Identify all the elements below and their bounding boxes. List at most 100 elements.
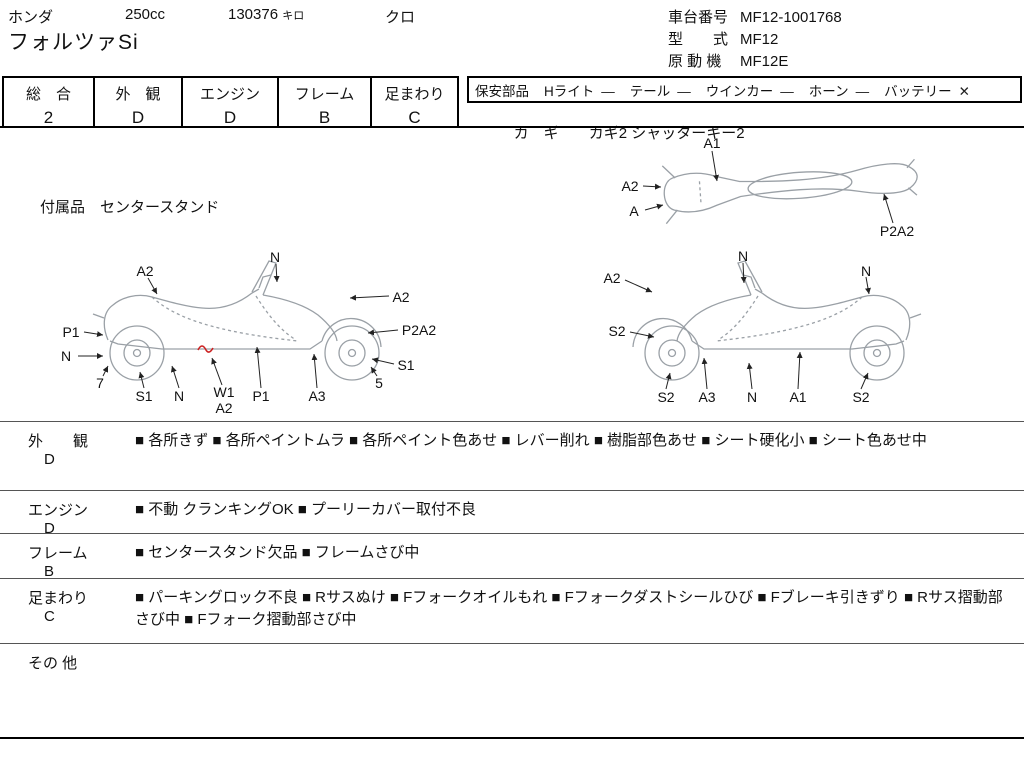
condition-grade: D	[44, 451, 55, 468]
safety-item-label: バッテリー	[884, 83, 952, 99]
diagram-label: N	[173, 388, 185, 404]
divider-top	[0, 126, 1024, 128]
safety-item-label: ホーン	[808, 83, 849, 99]
safety-item-value: ✕	[958, 83, 970, 99]
grade-box-engine: エンジン D	[181, 76, 279, 128]
grade-value-undercarriage: C	[408, 108, 421, 127]
diagram-label: S1	[397, 357, 415, 373]
safety-item-horn: ホーン —	[809, 80, 869, 100]
condition-row-exterior: 外 観 D ■ 各所きず ■ 各所ペイントムラ ■ 各所ペイント色あせ ■ レバ…	[0, 421, 1024, 490]
diagram-label: A2	[392, 289, 410, 305]
diagram-label: N	[746, 389, 758, 405]
grade-value-engine: D	[223, 108, 237, 127]
safety-title: 保安部品	[475, 83, 529, 99]
safety-item-battery: バッテリー ✕	[884, 80, 970, 100]
condition-label: 足まわり	[28, 590, 89, 607]
divider-bottom	[0, 737, 1024, 739]
diagram-label: A3	[308, 388, 326, 404]
model-code-value: MF12	[740, 31, 779, 48]
condition-label: エンジン	[28, 502, 89, 519]
diagram-label: N	[269, 249, 281, 265]
keys-label: カ ギ	[513, 125, 559, 142]
diagram-label: A2	[621, 178, 639, 194]
diagram-label: W1	[213, 384, 235, 400]
diagram-label: N	[60, 348, 72, 364]
diagram-label: N	[860, 263, 872, 279]
safety-item-headlight: Hライト —	[544, 80, 615, 100]
condition-items: ■ パーキングロック不良 ■ Rサスぬけ ■ Fフォークオイルもれ ■ Fフォー…	[135, 589, 1003, 628]
safety-item-value: —	[855, 83, 870, 99]
condition-grade: B	[44, 563, 55, 580]
grade-box-frame: フレーム B	[277, 76, 372, 128]
safety-item-winker: ウインカー—	[706, 80, 794, 100]
diagram-label: 5	[375, 375, 383, 391]
chassis-value: MF12-1001768	[740, 9, 842, 26]
chassis-number-row: 車台番号 MF12-1001768	[668, 6, 842, 27]
keys-value: カギ2 シャッターキー2	[588, 125, 745, 142]
diagram-label: P1	[252, 388, 270, 404]
diagram-label: S2	[852, 389, 870, 405]
safety-parts-box: 保安部品 Hライト — テール — ウインカー— ホーン — バッテリー ✕	[467, 76, 1022, 103]
model-code-label: 型 式	[668, 31, 729, 48]
condition-items: ■ 各所きず ■ 各所ペイントムラ ■ 各所ペイント色あせ ■ レバー削れ ■ …	[135, 432, 927, 449]
diagram-label: S2	[657, 389, 675, 405]
grade-label-undercarriage: 足まわり	[384, 86, 445, 103]
diagram-label: A	[629, 203, 639, 219]
maker-name: ホンダ	[8, 9, 54, 26]
diagram-label: S2	[608, 323, 626, 339]
grade-label-engine: エンジン	[199, 86, 260, 103]
diagram-label: A2	[136, 263, 154, 279]
condition-label: 外 観	[28, 433, 89, 450]
diagram-label: A2	[215, 400, 233, 416]
condition-items: ■ 不動 クランキングOK ■ プーリーカバー取付不良	[135, 501, 477, 518]
leader-lines	[78, 150, 894, 390]
grade-value-frame: B	[318, 108, 331, 127]
diagram-label: P2A2	[879, 223, 915, 239]
condition-row-frame: フレーム B ■ センタースタンド欠品 ■ フレームさび中	[0, 533, 1024, 580]
grade-value-exterior: D	[131, 108, 145, 127]
condition-row-other: その 他	[0, 643, 1024, 737]
displacement: 250cc	[125, 6, 166, 23]
model-name: フォルツァSi	[8, 31, 139, 54]
diagram-label: 7	[96, 375, 104, 391]
accessories-label: 付属品	[40, 199, 86, 216]
condition-row-undercarriage: 足まわり C ■ パーキングロック不良 ■ Rサスぬけ ■ Fフォークオイルもれ…	[0, 578, 1024, 643]
grade-value-overall: 2	[43, 108, 54, 127]
grade-label-exterior: 外 観	[115, 86, 161, 103]
mileage-unit: キロ	[282, 10, 305, 22]
diagram-label: A3	[698, 389, 716, 405]
safety-item-value: —	[677, 83, 691, 99]
grade-label-frame: フレーム	[294, 86, 355, 103]
grade-row: 総 合 2 外 観 D エンジン D フレーム B 足まわり C	[2, 76, 459, 128]
red-handwritten-mark	[197, 345, 214, 353]
diagram-label: N	[737, 248, 749, 264]
mileage-value: 130376	[228, 6, 279, 23]
condition-label: その 他	[28, 655, 78, 672]
mileage: 130376 キロ	[228, 6, 304, 23]
model-code-row: 型 式 MF12	[668, 28, 778, 49]
grade-box-undercarriage: 足まわり C	[370, 76, 459, 128]
condition-items: ■ センタースタンド欠品 ■ フレームさび中	[135, 544, 420, 561]
diagram-label: P2A2	[401, 322, 437, 338]
condition-row-engine: エンジン D ■ 不動 クランキングOK ■ プーリーカバー取付不良	[0, 490, 1024, 537]
safety-item-label: Hライト	[544, 83, 595, 99]
chassis-label: 車台番号	[668, 9, 729, 26]
diagram-label: A1	[789, 389, 807, 405]
keys-row: カ ギ カギ2 シャッターキー2	[497, 105, 745, 160]
condition-grade: D	[44, 520, 55, 537]
engine-code-row: 原 動 機 MF12E	[668, 50, 788, 71]
body-color: クロ	[385, 9, 416, 26]
safety-item-tail: テール —	[630, 80, 691, 100]
engine-value: MF12E	[740, 53, 789, 70]
diagram-label: P1	[62, 324, 80, 340]
safety-item-value: —	[601, 83, 615, 99]
engine-label: 原 動 機	[668, 53, 722, 70]
safety-item-value: —	[780, 83, 794, 99]
diagram-label: A2	[603, 270, 621, 286]
grade-box-exterior: 外 観 D	[93, 76, 183, 128]
grade-box-overall: 総 合 2	[2, 76, 95, 128]
diagram-label: A1	[703, 135, 721, 151]
safety-item-label: テール	[629, 83, 671, 99]
scooter-line-art	[92, 158, 922, 381]
